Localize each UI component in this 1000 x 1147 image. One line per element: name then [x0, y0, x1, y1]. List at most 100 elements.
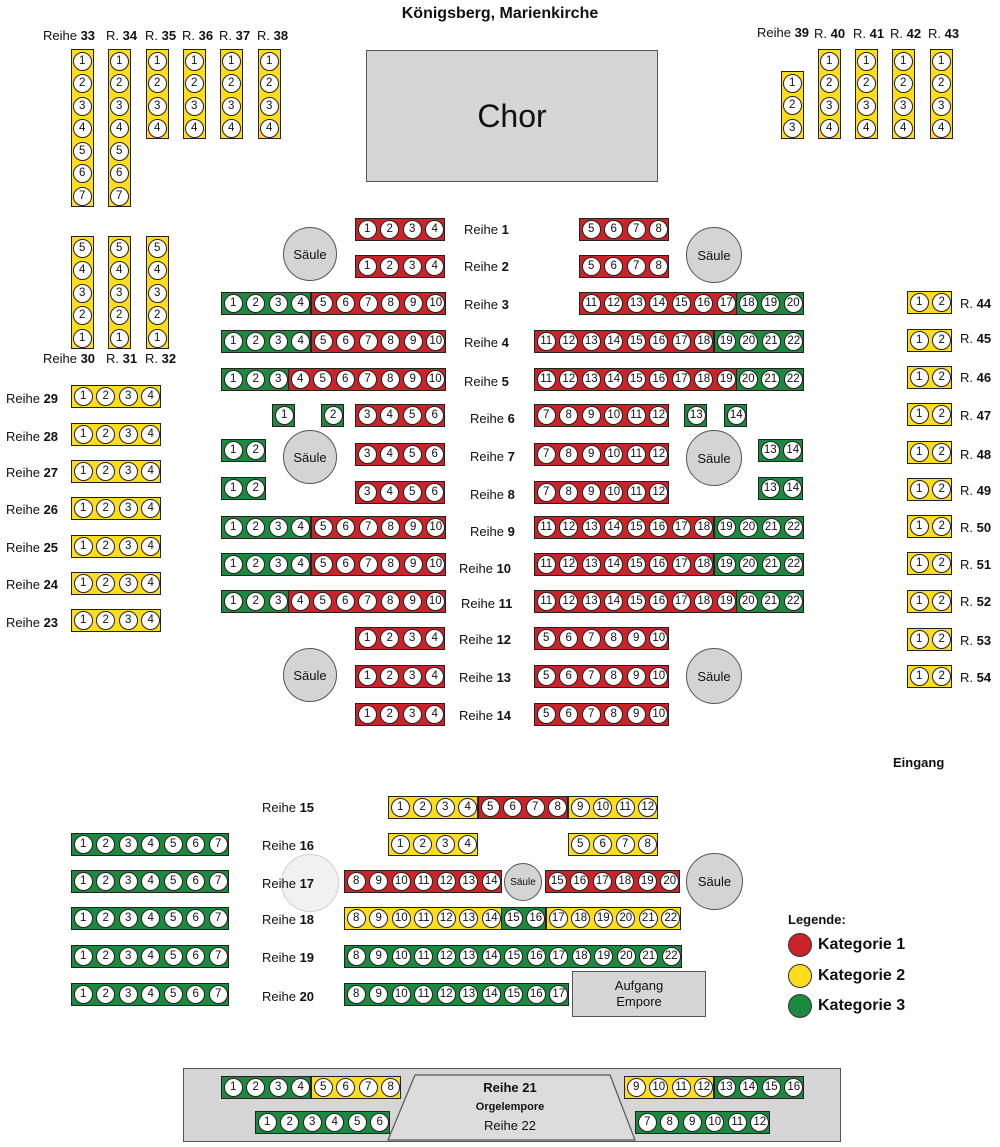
seat[interactable]: 2 [931, 367, 954, 388]
seat[interactable]: 2 [279, 1112, 302, 1133]
seat[interactable]: 19 [715, 331, 738, 352]
seat[interactable]: 1 [908, 516, 931, 537]
seat[interactable]: 9 [402, 293, 425, 314]
seat[interactable]: 3 [72, 282, 93, 305]
seat[interactable]: 21 [760, 554, 783, 575]
seat[interactable]: 7 [580, 628, 603, 649]
seat[interactable]: 13 [458, 984, 481, 1005]
seat[interactable]: 4 [424, 704, 447, 725]
seat[interactable]: 12 [435, 984, 458, 1005]
seat[interactable]: 2 [322, 405, 345, 426]
seat[interactable]: 7 [625, 219, 648, 240]
seat[interactable]: 10 [390, 908, 413, 929]
seat[interactable]: 2 [931, 292, 954, 313]
seat[interactable]: 20 [738, 554, 761, 575]
seat[interactable]: 1 [356, 256, 379, 277]
seat[interactable]: 1 [908, 292, 931, 313]
seat[interactable]: 8 [648, 219, 671, 240]
seat[interactable]: 3 [434, 834, 457, 855]
seat[interactable]: 2 [379, 256, 402, 277]
seat[interactable]: 3 [147, 282, 168, 305]
seat[interactable]: 1 [72, 908, 95, 929]
seat[interactable]: 2 [147, 305, 168, 328]
seat[interactable]: 3 [117, 573, 140, 594]
seat[interactable]: 14 [738, 1077, 761, 1098]
seat[interactable]: 2 [184, 73, 205, 96]
seat[interactable]: 8 [603, 704, 626, 725]
seat[interactable]: 18 [693, 331, 716, 352]
seat[interactable]: 7 [535, 405, 558, 426]
seat[interactable]: 14 [480, 984, 503, 1005]
seat[interactable]: 1 [908, 666, 931, 687]
seat[interactable]: 6 [424, 405, 447, 426]
seat[interactable]: 22 [783, 517, 806, 538]
seat[interactable]: 9 [402, 591, 425, 612]
seat[interactable]: 2 [819, 73, 840, 96]
seat[interactable]: 22 [783, 554, 806, 575]
seat[interactable]: 17 [670, 331, 693, 352]
seat[interactable]: 13 [458, 946, 481, 967]
seat[interactable]: 3 [109, 95, 130, 118]
seat[interactable]: 11 [535, 517, 558, 538]
seat[interactable]: 2 [95, 610, 118, 631]
seat[interactable]: 20 [738, 331, 761, 352]
seat[interactable]: 12 [435, 946, 458, 967]
seat[interactable]: 1 [259, 50, 280, 73]
seat[interactable]: 5 [109, 140, 130, 163]
seat[interactable]: 6 [424, 482, 447, 503]
seat[interactable]: 6 [72, 163, 93, 186]
seat[interactable]: 18 [693, 591, 716, 612]
seat[interactable]: 22 [660, 908, 683, 929]
seat[interactable]: 6 [334, 591, 357, 612]
seat[interactable]: 2 [379, 628, 402, 649]
seat[interactable]: 5 [72, 237, 93, 260]
seat[interactable]: 4 [457, 797, 480, 818]
seat[interactable]: 20 [738, 517, 761, 538]
seat[interactable]: 1 [147, 327, 168, 350]
seat[interactable]: 5 [72, 140, 93, 163]
seat[interactable]: 11 [726, 1112, 749, 1133]
seat[interactable]: 22 [782, 369, 805, 390]
seat[interactable]: 1 [356, 666, 379, 687]
seat[interactable]: 12 [558, 517, 581, 538]
seat[interactable]: 15 [503, 984, 526, 1005]
seat[interactable]: 3 [893, 95, 914, 118]
seat[interactable]: 3 [819, 95, 840, 118]
seat[interactable]: 7 [636, 1112, 659, 1133]
seat[interactable]: 7 [524, 797, 547, 818]
seat[interactable]: 18 [614, 871, 637, 892]
seat[interactable]: 8 [603, 628, 626, 649]
seat[interactable]: 2 [931, 629, 954, 650]
seat[interactable]: 19 [715, 554, 738, 575]
seat[interactable]: 6 [558, 628, 581, 649]
seat[interactable]: 15 [625, 517, 648, 538]
seat[interactable]: 5 [580, 256, 603, 277]
seat[interactable]: 4 [893, 118, 914, 141]
seat[interactable]: 5 [312, 1077, 335, 1098]
seat[interactable]: 17 [715, 293, 738, 314]
seat[interactable]: 22 [783, 331, 806, 352]
seat[interactable]: 1 [147, 50, 168, 73]
seat[interactable]: 1 [908, 367, 931, 388]
seat[interactable]: 11 [535, 369, 558, 390]
seat[interactable]: 12 [558, 369, 581, 390]
seat[interactable]: 4 [819, 118, 840, 141]
seat[interactable]: 17 [670, 517, 693, 538]
seat[interactable]: 9 [580, 405, 603, 426]
seat[interactable]: 4 [109, 118, 130, 141]
seat[interactable]: 3 [434, 797, 457, 818]
seat[interactable]: 3 [117, 424, 140, 445]
seat[interactable]: 7 [109, 185, 130, 208]
seat[interactable]: 1 [222, 554, 245, 575]
seat[interactable]: 15 [670, 293, 693, 314]
seat[interactable]: 1 [72, 461, 95, 482]
seat[interactable]: 16 [525, 908, 548, 929]
seat[interactable]: 7 [207, 834, 230, 855]
seat[interactable]: 9 [368, 908, 391, 929]
seat[interactable]: 1 [389, 797, 412, 818]
seat[interactable]: 2 [931, 553, 954, 574]
seat[interactable]: 6 [185, 984, 208, 1005]
seat[interactable]: 15 [503, 946, 526, 967]
seat[interactable]: 10 [390, 984, 413, 1005]
seat[interactable]: 4 [290, 331, 313, 352]
